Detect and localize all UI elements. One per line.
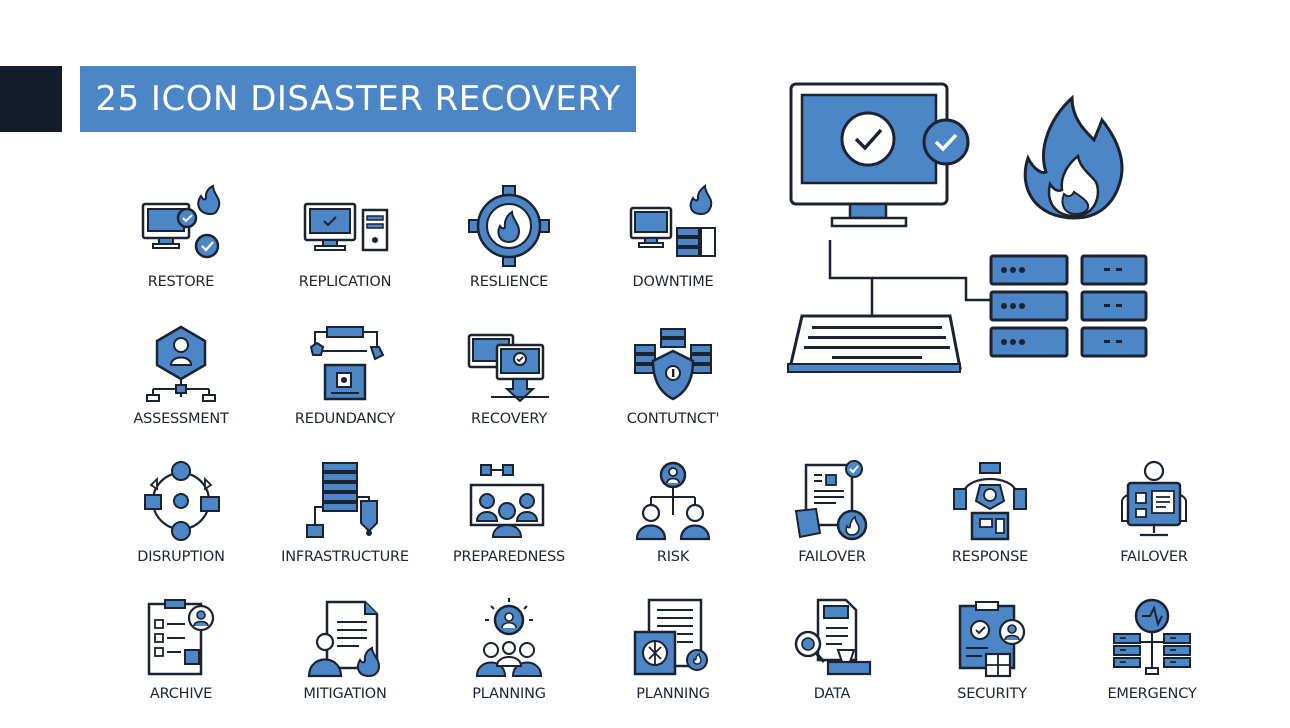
icon-label: EMERGENCY xyxy=(1107,686,1197,702)
redundancy-icon xyxy=(309,326,385,401)
icon-label: DISRUPTION xyxy=(137,549,225,565)
icon-label: FAILOVER xyxy=(1120,549,1188,565)
planning-document-icon xyxy=(633,598,708,676)
icon-card-recovery: RECOVERY xyxy=(434,323,584,453)
icon-label: RESTORE xyxy=(147,274,215,290)
icon-card-planning-document: PLANNING xyxy=(598,598,748,728)
icon-label: ARCHIVE xyxy=(149,686,213,702)
icon-label: MITIGATION xyxy=(303,686,387,702)
icon-card-response: RESPONSE xyxy=(915,461,1065,591)
icon-label: DATA xyxy=(813,686,851,702)
icon-card-planning-team: PLANNING xyxy=(434,598,584,728)
icon-label: REPLICATION xyxy=(298,274,392,290)
cable-lines xyxy=(828,240,990,316)
failover-icon xyxy=(794,460,868,541)
downtime-icon xyxy=(629,184,716,257)
infrastructure-icon xyxy=(306,462,378,538)
failover-person-icon xyxy=(1121,460,1187,537)
icon-card-assessment: ASSESSMENT xyxy=(106,323,256,453)
icon-card-resilience: RESLIENCE xyxy=(434,185,584,316)
keyboard-icon xyxy=(787,314,962,373)
icon-label: REDUNDANCY xyxy=(294,411,396,427)
icon-label: DOWNTIME xyxy=(632,274,714,290)
recovery-icon xyxy=(467,333,549,403)
icon-card-emergency: EMERGENCY xyxy=(1077,598,1227,728)
assessment-icon xyxy=(146,325,216,402)
icon-label: PLANNING xyxy=(472,686,546,702)
icon-card-downtime: DOWNTIME xyxy=(598,184,748,316)
icon-card-failover: FAILOVER xyxy=(757,460,907,591)
restore-icon xyxy=(141,184,221,259)
icon-card-infrastructure: INFRASTRUCTURE xyxy=(270,461,420,591)
icon-label: RECOVERY xyxy=(470,411,547,427)
data-icon xyxy=(794,598,872,676)
icon-card-security: SECURITY xyxy=(917,598,1067,728)
icon-card-preparedness: PREPAREDNESS xyxy=(434,461,584,591)
monitor-check-icon xyxy=(789,82,970,228)
mitigation-icon xyxy=(307,600,381,678)
server-rack-icon xyxy=(989,254,1148,358)
icon-card-redundancy: REDUNDANCY xyxy=(270,323,420,453)
icon-card-risk: RISK xyxy=(598,461,748,591)
response-icon xyxy=(953,462,1027,541)
icon-label: RESPONSE xyxy=(951,549,1029,565)
icon-label: CONTUTNCT' xyxy=(626,411,720,427)
disruption-icon xyxy=(144,461,220,541)
icon-card-data: DATA xyxy=(757,598,907,728)
replication-icon xyxy=(303,202,389,252)
icon-card-continuity: CONTUTNCT' xyxy=(598,323,748,453)
icon-label: INFRASTRUCTURE xyxy=(281,549,409,565)
hero-illustration xyxy=(787,82,1148,373)
icon-label: PREPAREDNESS xyxy=(452,549,566,565)
preparedness-icon xyxy=(469,464,545,538)
icon-label: RISK xyxy=(656,549,690,565)
icon-card-disruption: DISRUPTION xyxy=(106,461,256,591)
icon-label: SECURITY xyxy=(957,686,1027,702)
archive-icon xyxy=(147,599,215,676)
icon-card-restore: RESTORE xyxy=(106,184,256,316)
icon-card-mitigation: MITIGATION xyxy=(270,598,420,728)
icon-label: PLANNING xyxy=(636,686,710,702)
risk-icon xyxy=(635,461,711,541)
icon-card-failover-person: FAILOVER xyxy=(1079,460,1229,591)
emergency-icon xyxy=(1113,598,1191,675)
dark-accent-block xyxy=(0,66,62,132)
planning-team-icon xyxy=(475,598,543,677)
continuity-icon xyxy=(634,328,712,401)
icon-card-archive: ARCHIVE xyxy=(106,598,256,728)
icon-card-replication: REPLICATION xyxy=(270,186,420,316)
security-icon xyxy=(958,601,1026,678)
icon-label: FAILOVER xyxy=(798,549,866,565)
icon-label: ASSESSMENT xyxy=(133,411,229,427)
resilience-icon xyxy=(468,185,550,267)
icon-label: RESLIENCE xyxy=(469,274,549,290)
title-banner: 25 ICON DISASTER RECOVERY xyxy=(80,66,636,132)
flame-icon xyxy=(1023,94,1124,220)
page-title: 25 ICON DISASTER RECOVERY xyxy=(95,79,621,119)
